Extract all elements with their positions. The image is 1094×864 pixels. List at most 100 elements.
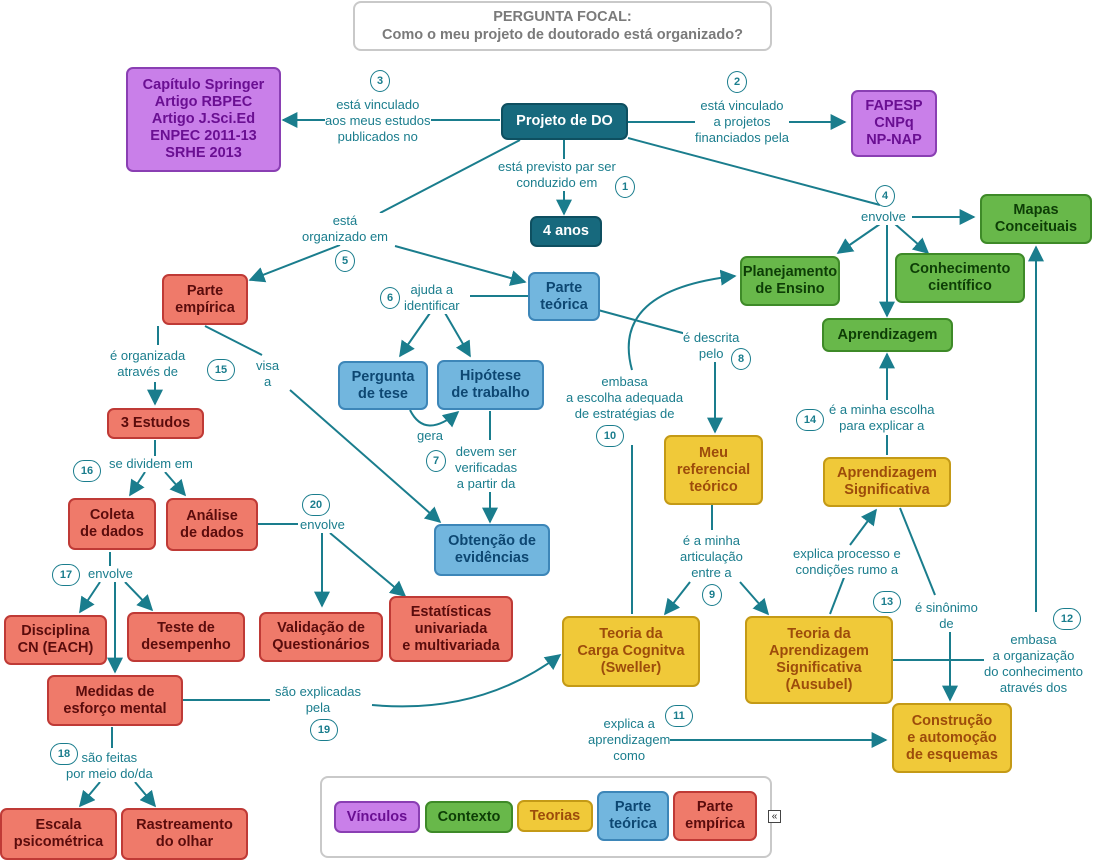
node-coleta-dados[interactable]: Coleta de dados xyxy=(68,498,156,550)
node-obtencao-line: Obtenção de xyxy=(448,533,536,549)
node-escala-line: Escala xyxy=(35,817,82,833)
node-pergunta-tese[interactable]: Pergunta de tese xyxy=(338,361,428,410)
node-projeto-do-label: Projeto de DO xyxy=(516,113,613,129)
focal-question-box: PERGUNTA FOCAL: Como o meu projeto de do… xyxy=(353,1,772,51)
node-planejamento-ensino[interactable]: Planejamento de Ensino xyxy=(740,256,840,306)
node-parte-empirica[interactable]: Parte empírica xyxy=(162,274,248,325)
node-teste-desempenho[interactable]: Teste de desempenho xyxy=(127,612,245,662)
legend-teorias: Teorias xyxy=(517,800,593,832)
collapse-legend-icon[interactable]: « xyxy=(768,810,781,823)
node-escala-psicometrica[interactable]: Escala psicométrica xyxy=(0,808,117,860)
node-mapas-line: Mapas xyxy=(1013,202,1059,218)
node-carga-line: Teoria da xyxy=(599,626,663,642)
node-projeto-do[interactable]: Projeto de DO xyxy=(501,103,628,140)
node-escala-line: psicométrica xyxy=(13,834,104,850)
node-medidas-esforco[interactable]: Medidas de esforço mental xyxy=(47,675,183,726)
number-badge: 18 xyxy=(50,743,78,765)
node-teste-line: desempenho xyxy=(141,637,231,653)
node-rastreamento-line: do olhar xyxy=(155,834,214,850)
node-medidas-line: Medidas de xyxy=(75,683,155,700)
node-financiadores-line: FAPESP xyxy=(865,98,923,114)
node-ap-significativa-line: Significativa xyxy=(844,482,930,498)
node-teste-line: Teste de xyxy=(157,620,215,636)
node-referencial-line: Meu xyxy=(699,444,728,461)
node-conhecimento-cientifico[interactable]: Conhecimento científico xyxy=(895,253,1025,303)
number-badge: 17 xyxy=(52,564,80,586)
node-ap-significativa-line: Aprendizagem xyxy=(837,465,937,481)
node-publicacoes[interactable]: Capítulo Springer Artigo RBPEC Artigo J.… xyxy=(126,67,281,172)
number-badge: 5 xyxy=(335,250,355,272)
node-financiadores-line: NP-NAP xyxy=(866,132,922,148)
node-aprendizagem-significativa[interactable]: Aprendizagem Significativa xyxy=(823,457,951,507)
node-disciplina-cn[interactable]: Disciplina CN (EACH) xyxy=(4,615,107,665)
node-disciplina-line: CN (EACH) xyxy=(17,640,94,656)
node-referencial-line: teórico xyxy=(689,478,738,495)
node-estatisticas-line: univariada xyxy=(414,620,488,637)
node-construcao-line: e automoção xyxy=(907,729,997,746)
node-planejamento-line: Planejamento xyxy=(742,264,838,280)
node-publicacoes-line: Artigo RBPEC xyxy=(154,94,253,110)
number-badge: 8 xyxy=(731,348,751,370)
node-publicacoes-line: SRHE 2013 xyxy=(165,145,242,161)
node-analise-dados[interactable]: Análise de dados xyxy=(166,498,258,551)
node-rastreamento-olhar[interactable]: Rastreamento do olhar xyxy=(121,808,248,860)
node-4-anos[interactable]: 4 anos xyxy=(530,216,602,247)
node-hipotese-line: Hipótese xyxy=(459,368,522,384)
node-validacao-questionarios[interactable]: Validação de Questionários xyxy=(259,612,383,662)
node-obtencao-evidencias[interactable]: Obtenção de evidências xyxy=(434,524,550,576)
link-label-gera: gera xyxy=(417,428,444,443)
number-badge: 11 xyxy=(665,705,693,727)
number-badge: 14 xyxy=(796,409,824,431)
node-mapas-conceituais[interactable]: Mapas Conceituais xyxy=(980,194,1092,244)
node-parte-empirica-line: empírica xyxy=(175,299,235,316)
node-hipotese-trabalho[interactable]: Hipótese de trabalho xyxy=(437,360,544,410)
node-publicacoes-line: Capítulo Springer xyxy=(142,77,265,93)
node-teoria-carga-cognitiva[interactable]: Teoria da Carga Cognitva (Sweller) xyxy=(562,616,700,687)
node-teoria-ap-line: Teoria da xyxy=(787,626,851,642)
node-aprendizagem[interactable]: Aprendizagem xyxy=(822,318,953,352)
node-hipotese-line: de trabalho xyxy=(451,385,530,401)
number-badge: 7 xyxy=(426,450,446,472)
node-teoria-aprendizagem-significativa[interactable]: Teoria da Aprendizagem Significativa (Au… xyxy=(745,616,893,704)
legend-contexto: Contexto xyxy=(425,801,513,833)
node-parte-teorica-line: teórica xyxy=(540,296,588,313)
link-label-envolve-17: envolve xyxy=(88,566,133,582)
node-parte-teorica[interactable]: Parte teórica xyxy=(528,272,600,321)
link-label-envolve-4: envolve xyxy=(861,209,906,225)
node-teoria-ap-line: Significativa xyxy=(776,660,862,676)
node-estatisticas-line: e multivariada xyxy=(402,637,500,654)
node-financiadores-line: CNPq xyxy=(874,115,914,131)
node-analise-line: de dados xyxy=(180,524,244,541)
node-4-anos-label: 4 anos xyxy=(543,223,589,239)
legend-vinculos: Vínculos xyxy=(334,801,420,833)
node-coleta-line: de dados xyxy=(80,524,144,540)
node-analise-line: Análise xyxy=(186,507,238,524)
node-3-estudos[interactable]: 3 Estudos xyxy=(107,408,204,439)
node-aprendizagem-label: Aprendizagem xyxy=(837,326,938,343)
number-badge: 19 xyxy=(310,719,338,741)
node-teoria-ap-line: (Ausubel) xyxy=(785,677,853,693)
node-obtencao-line: evidências xyxy=(454,550,530,566)
focal-question-title: PERGUNTA FOCAL: xyxy=(493,9,632,25)
node-validacao-line: Validação de xyxy=(277,620,365,636)
number-badge: 13 xyxy=(873,591,901,613)
node-meu-referencial[interactable]: Meu referencial teórico xyxy=(664,435,763,505)
node-financiadores[interactable]: FAPESP CNPq NP-NAP xyxy=(851,90,937,157)
node-estatisticas[interactable]: Estatísticas univariada e multivariada xyxy=(389,596,513,662)
node-construcao-esquemas[interactable]: Construção e automoção de esquemas xyxy=(892,703,1012,773)
number-badge: 9 xyxy=(702,584,722,606)
link-label-dividem: se dividem em xyxy=(109,456,193,472)
node-medidas-line: esforço mental xyxy=(63,700,167,717)
node-validacao-line: Questionários xyxy=(272,637,370,653)
node-construcao-line: Construção xyxy=(911,712,993,729)
node-pergunta-line: de tese xyxy=(358,385,408,402)
